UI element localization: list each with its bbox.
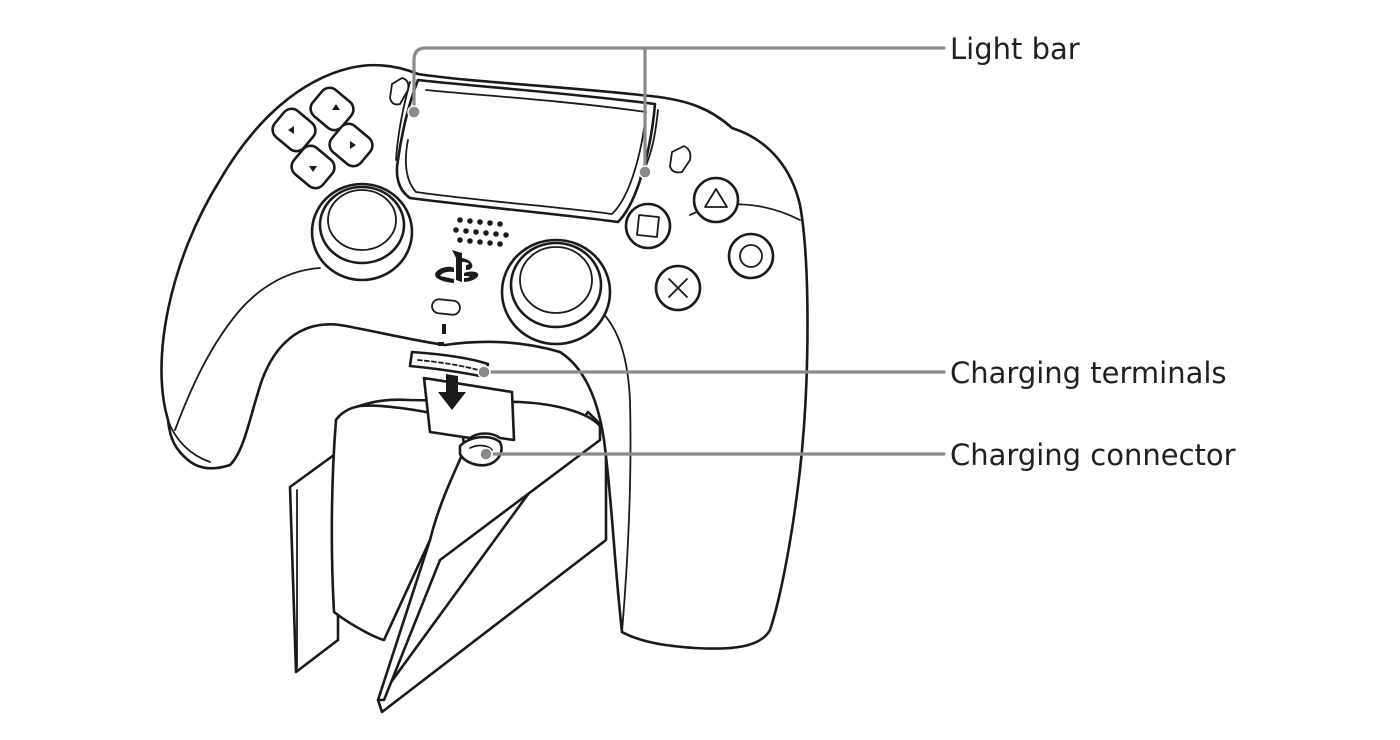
left-analog-stick [310, 182, 414, 282]
options-button [669, 145, 692, 174]
controller [160, 63, 809, 650]
label-charging-connector: Charging connector [950, 438, 1236, 472]
directional-pad-icon [271, 86, 374, 190]
ps-button [431, 298, 461, 316]
right-analog-stick [500, 238, 612, 346]
charging-cradle [330, 374, 602, 702]
mute-icon [442, 324, 446, 334]
square-button-icon [624, 202, 672, 250]
charging-terminals [408, 350, 490, 378]
charging-station [288, 410, 608, 714]
face-buttons [624, 176, 775, 312]
insert-arrow-icon [438, 374, 466, 410]
speaker-grille [453, 217, 509, 247]
triangle-button-icon [692, 176, 740, 224]
playstation-logo-icon [435, 250, 479, 283]
touch-pad [395, 78, 657, 224]
label-charging-terminals: Charging terminals [950, 356, 1227, 390]
circle-button-icon [727, 232, 775, 280]
callout-leaders [407, 46, 946, 461]
create-button [389, 77, 410, 106]
label-light-bar: Light bar [950, 32, 1080, 66]
